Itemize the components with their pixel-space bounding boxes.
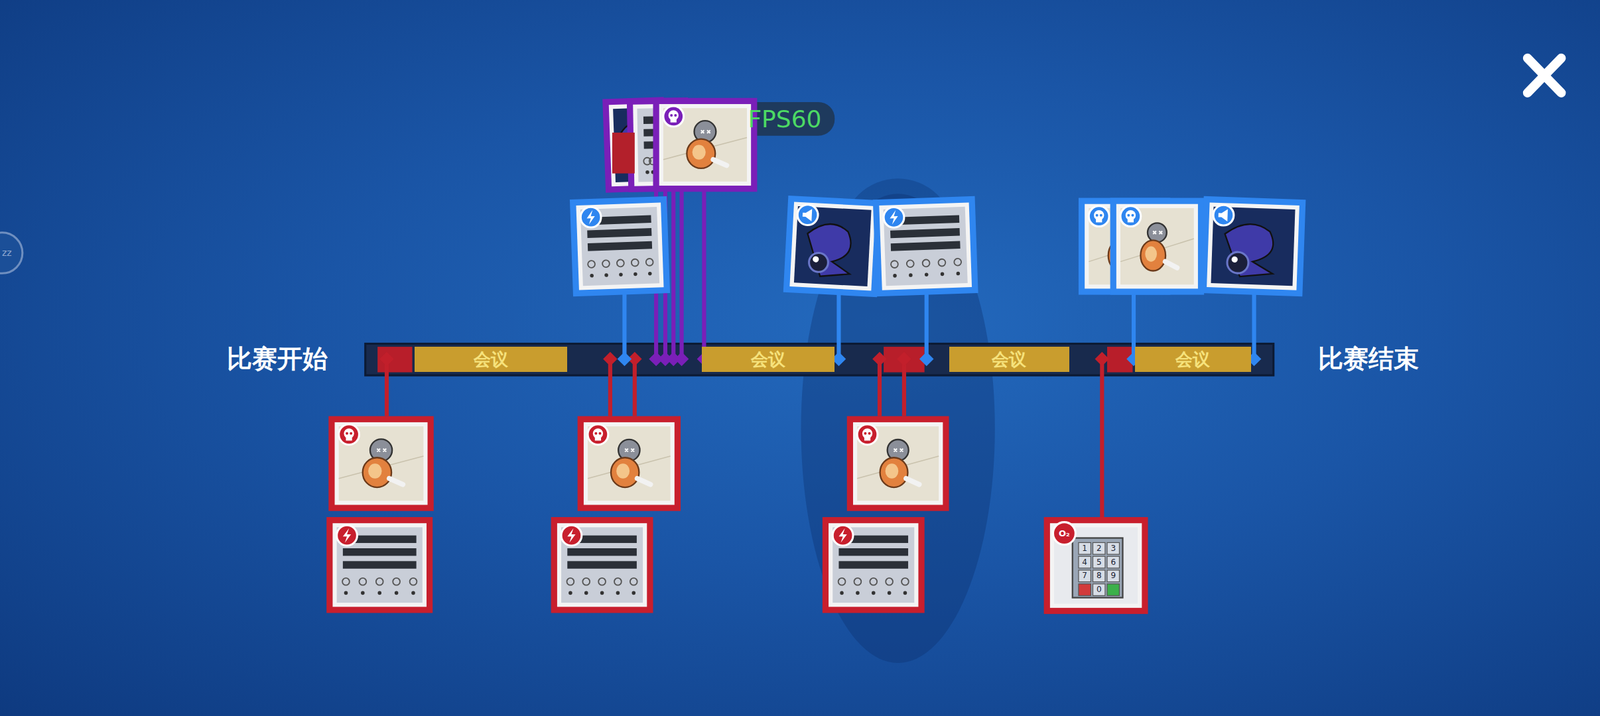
card-art xyxy=(608,359,613,417)
card-art xyxy=(801,193,996,664)
card-art xyxy=(1099,359,1104,518)
keypad-digit: 5 xyxy=(1096,558,1102,567)
card-art xyxy=(877,359,882,417)
card-art xyxy=(328,416,434,512)
card-art xyxy=(377,346,412,373)
meeting-label: 会议 xyxy=(1175,348,1210,372)
keypad-digit: 8 xyxy=(1096,571,1102,580)
card-art xyxy=(577,416,681,512)
card-art xyxy=(612,132,635,174)
keypad-digit: 7 xyxy=(1081,571,1088,580)
card-art xyxy=(602,352,618,367)
card-art xyxy=(551,517,654,614)
keypad-digit: 4 xyxy=(1081,558,1088,567)
meeting-band: 会议 xyxy=(1134,346,1252,373)
card-art xyxy=(0,232,23,274)
card-art xyxy=(872,352,887,367)
card-art xyxy=(1200,196,1307,297)
fps-counter: FPS60 xyxy=(747,107,822,132)
card-art xyxy=(1251,293,1256,359)
keypad-digit: 9 xyxy=(1110,571,1116,580)
card-art xyxy=(919,352,934,367)
meeting-band: 会议 xyxy=(701,346,835,373)
card-art xyxy=(902,359,907,417)
card-art xyxy=(822,517,925,614)
card-art xyxy=(734,102,836,136)
meeting-label: 会议 xyxy=(750,348,786,372)
card-art xyxy=(783,195,883,298)
card-art xyxy=(836,293,841,359)
card-art xyxy=(671,189,676,359)
keypad-digit: 0 xyxy=(1096,585,1102,594)
card-art xyxy=(896,352,912,367)
meeting-label: 会议 xyxy=(991,348,1027,372)
meeting-band: 会议 xyxy=(414,346,568,373)
card-art xyxy=(617,352,633,367)
keypad-digit: 6 xyxy=(1110,558,1116,567)
card-art xyxy=(632,359,637,417)
card-art xyxy=(1110,197,1205,295)
start-label: 比赛开始 xyxy=(226,346,328,372)
card-art xyxy=(652,98,757,193)
card-art xyxy=(1527,58,1562,93)
card-art xyxy=(847,416,950,512)
card-art xyxy=(674,352,690,367)
card-art xyxy=(1095,352,1110,367)
card-art xyxy=(365,343,1274,376)
card-art xyxy=(872,196,979,297)
card-art xyxy=(701,189,706,359)
o2-label: O₂ xyxy=(1058,529,1070,538)
meeting-label: 会议 xyxy=(473,348,509,372)
card-art xyxy=(622,293,627,359)
card-art xyxy=(679,189,684,359)
card-art xyxy=(384,359,389,417)
keypad-digit: 1 xyxy=(1081,544,1088,553)
end-label: 比赛结束 xyxy=(1318,346,1419,372)
keypad-digit: 3 xyxy=(1110,544,1116,553)
card-art xyxy=(924,293,929,359)
card-art xyxy=(1052,522,1076,546)
card-art xyxy=(569,196,670,297)
card-art xyxy=(326,517,433,614)
meeting-band: 会议 xyxy=(949,346,1070,373)
keypad-digit: 2 xyxy=(1096,544,1102,553)
sleep-icon-text: zz xyxy=(1,248,12,258)
card-art xyxy=(1044,517,1149,615)
card-art xyxy=(379,352,395,367)
